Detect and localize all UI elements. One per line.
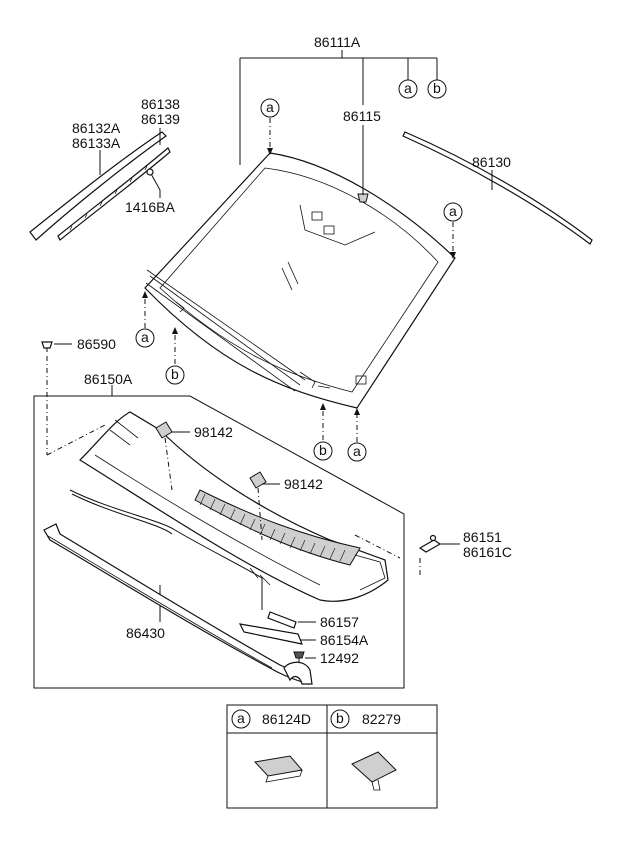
windshield-glass (144, 152, 456, 409)
legend-b-part: 82279 (362, 711, 401, 727)
label-nozzle-1: 98142 (194, 424, 233, 440)
callout-letters: a b a a a b b a (141, 80, 457, 459)
stopper-part (357, 188, 369, 203)
label-bolt: 12492 (320, 650, 359, 666)
washer-hose (267, 611, 297, 629)
callout-b-top: b (433, 80, 441, 96)
callout-arrows (46, 118, 456, 575)
callout-a-glass-right: a (449, 203, 457, 219)
washer-tube (69, 489, 263, 610)
callout-a-top: a (404, 80, 412, 96)
label-retainer-b: 86139 (141, 111, 180, 127)
clip-part (41, 341, 53, 352)
cover-part (238, 623, 303, 645)
label-cowl-assy: 86150A (84, 371, 133, 387)
label-cowl-seal: 86430 (126, 625, 165, 641)
label-top-moulding: 86130 (472, 154, 511, 170)
label-nozzle-2: 98142 (284, 476, 323, 492)
legend-text: a 86124D b 82279 (237, 710, 401, 727)
leader-lines (54, 50, 493, 659)
label-bracket-b: 86161C (463, 544, 512, 560)
legend-b-letter: b (336, 710, 344, 726)
label-hose: 86157 (320, 614, 359, 630)
label-side-moulding-b: 86133A (72, 135, 121, 151)
cowl-assembly-box (33, 385, 405, 689)
label-glass-assy: 86111A (314, 34, 361, 50)
legend-a-part: 86124D (262, 711, 311, 727)
callout-b-glass-bottom: b (319, 442, 327, 458)
label-side-moulding-a: 86132A (72, 120, 121, 136)
callout-a-glass-left: a (141, 329, 149, 345)
bracket-part (418, 534, 442, 553)
washer-nozzle-1 (155, 421, 173, 491)
legend-a-letter: a (237, 710, 245, 726)
label-retainer-a: 86138 (141, 96, 180, 112)
part-labels: 86111A 86115 86130 86132A 86133A 86138 8… (72, 34, 512, 666)
seal-end-cap (283, 661, 313, 685)
label-clip: 86590 (77, 336, 116, 352)
retainer-part (57, 147, 171, 241)
callout-b-glass-left: b (171, 366, 179, 382)
label-cover: 86154A (320, 632, 369, 648)
callout-circles (135, 79, 463, 462)
top-moulding-part (402, 131, 593, 245)
label-bracket-a: 86151 (463, 529, 502, 545)
callout-a-glass-top: a (266, 99, 274, 115)
screw-part (146, 168, 161, 191)
legend-box (226, 704, 438, 809)
washer-nozzle-2 (249, 471, 267, 541)
label-screw: 1416BA (125, 199, 175, 215)
label-stopper: 86115 (343, 108, 381, 124)
side-moulding-part (29, 131, 167, 241)
callout-a-glass-bottom: a (353, 443, 361, 459)
cowl-top-panel (79, 411, 389, 602)
